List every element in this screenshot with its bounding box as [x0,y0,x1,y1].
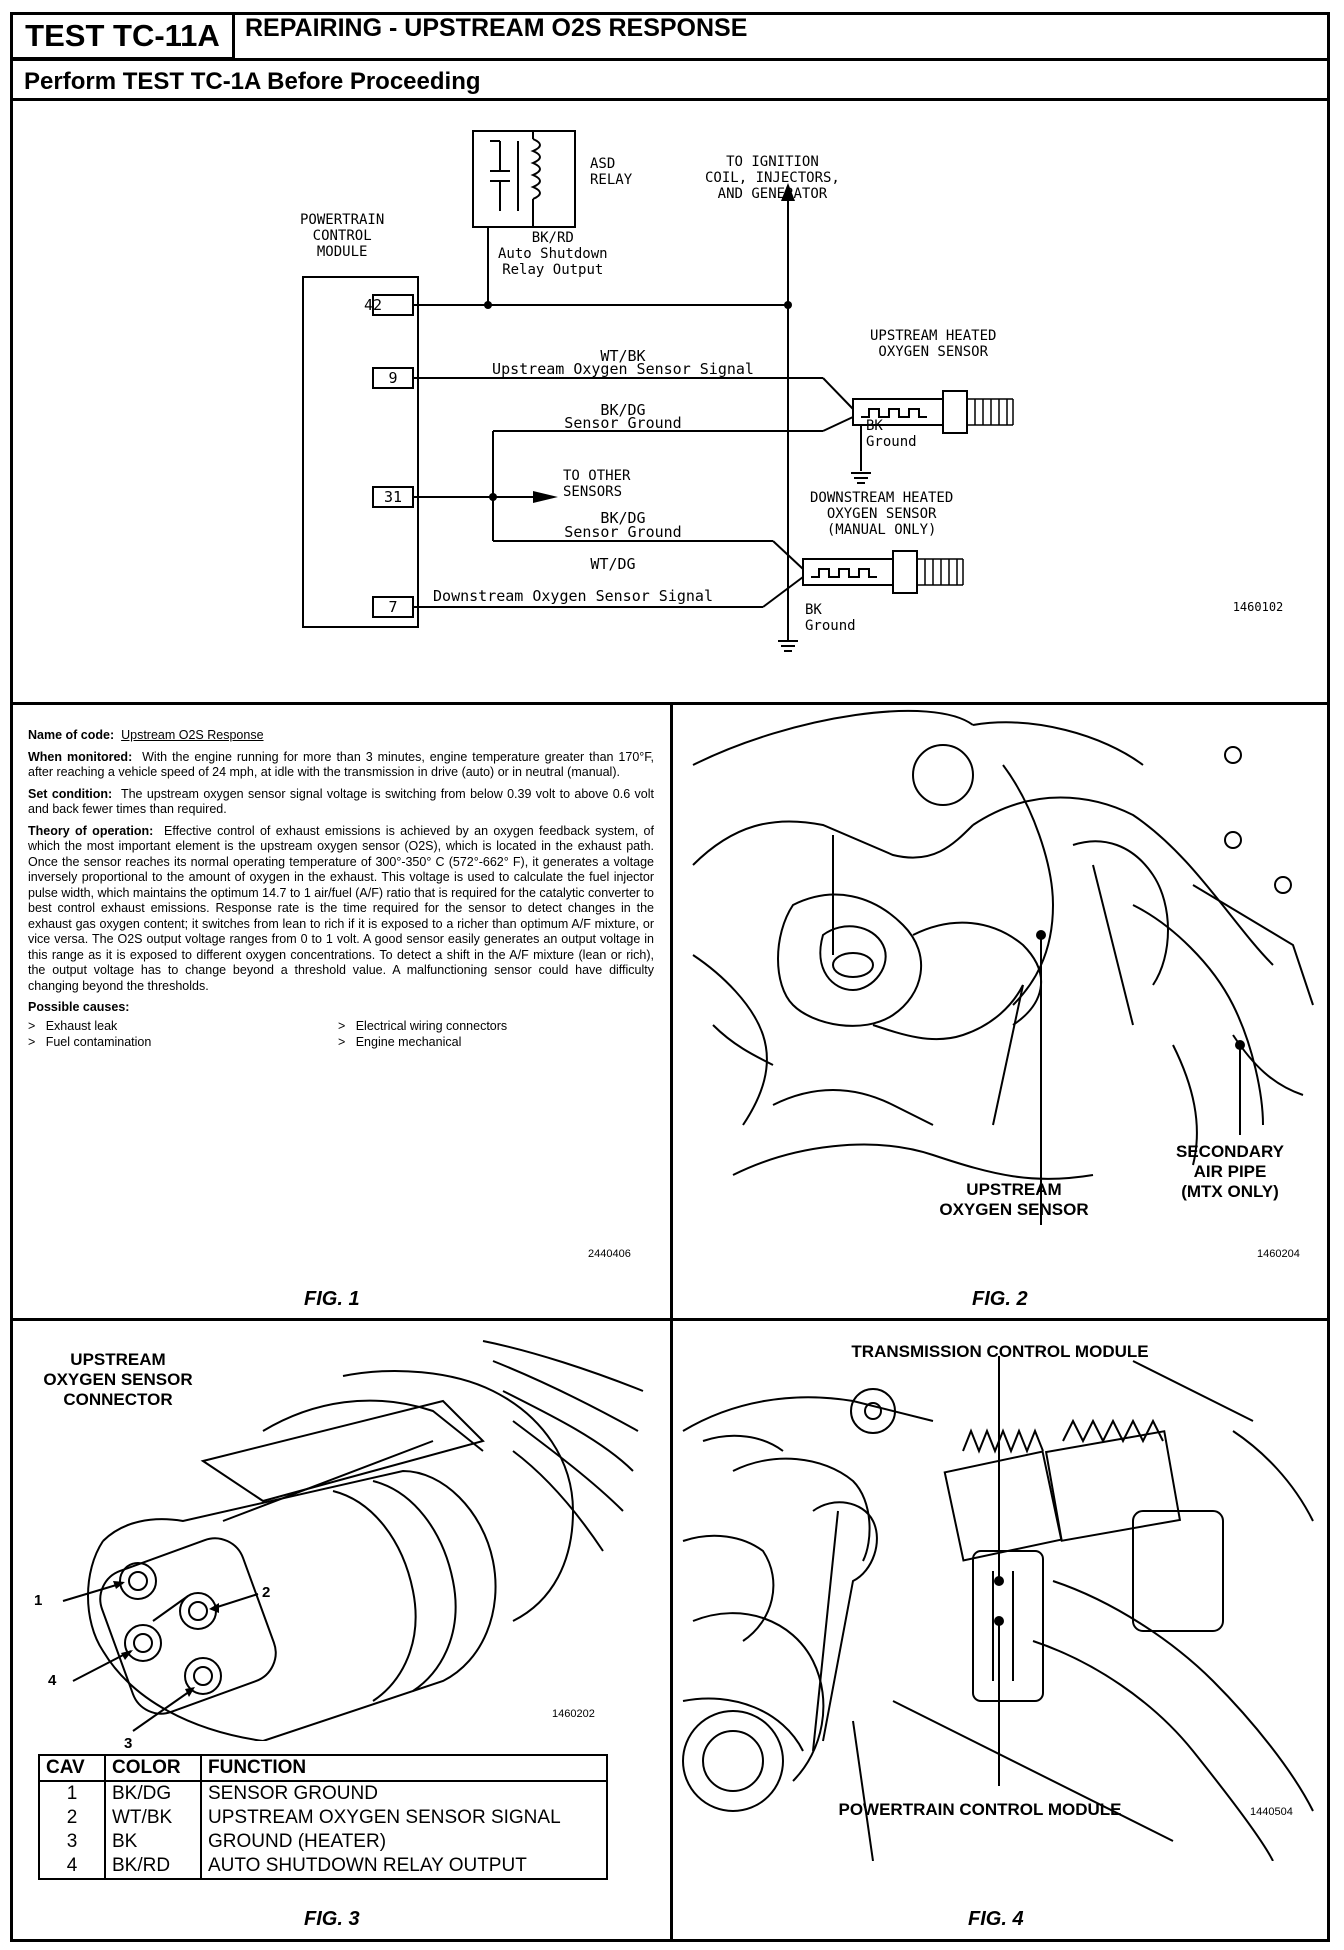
fig3-connector-label: UPSTREAM OXYGEN SENSOR CONNECTOR [43,1350,193,1409]
pin-label-4: 4 [48,1672,57,1689]
col-color: COLOR [104,1754,202,1782]
header-divider [10,58,1330,61]
fig4-illustration [682,1356,1314,1861]
when-text: With the engine running for more than 3 … [28,749,654,780]
cavity-table: CAV COLOR FUNCTION 1 BK/DG SENSOR GROUND… [38,1754,608,1880]
theory-text: Effective control of exhaust emissions i… [28,823,654,993]
fig1-ref: 2440406 [588,1248,631,1260]
fig3-ref: 1460202 [552,1708,595,1720]
name-label: Name of code: [28,728,115,742]
name-value: Upstream O2S Response [121,728,264,742]
pin-9: 9 [388,369,397,387]
pin-31: 31 [384,488,402,506]
to-other-text: TO OTHER SENSORS [563,468,631,500]
fig4-tcm-label: TRANSMISSION CONTROL MODULE [851,1342,1149,1361]
upstream-signal-label: Upstream Oxygen Sensor Signal [492,360,754,378]
fig2-secondary-label: SECONDARY AIR PIPE (MTX ONLY) [1176,1142,1284,1201]
wiring-schematic: 42 9 31 7 WT/BK Upstream Oxygen Sensor S… [302,130,1284,652]
test-id: TEST TC-11A [10,12,235,60]
upstream-heated-text: UPSTREAM HEATED OXYGEN SENSOR [870,328,997,360]
table-header-row: CAV COLOR FUNCTION [38,1754,608,1782]
table-row: 3 BK GROUND (HEATER) [38,1830,608,1854]
downstream-signal-label: Downstream Oxygen Sensor Signal [433,587,713,605]
row-divider [10,1318,1330,1321]
fig2-upstream-label: UPSTREAM OXYGEN SENSOR [939,1180,1089,1219]
pin-label-2: 2 [262,1584,271,1601]
causes-list: > Exhaust leak > Electrical wiring conne… [28,1018,654,1050]
bkdg-label-1: BK/DG [600,401,645,419]
cause-item: > Exhaust leak [28,1018,118,1033]
pin-label-3: 3 [124,1735,133,1752]
pin-42: 42 [364,296,382,314]
fig1-caption: FIG. 1 [304,1288,360,1310]
test-title: REPAIRING - UPSTREAM O2S RESPONSE [245,14,748,42]
to-ignition-text: TO IGNITION COIL, INJECTORS, AND GENERAT… [705,154,840,202]
bk-ground-text-1: BK Ground [866,418,917,450]
bk-ground-text-2: BK Ground [805,602,856,634]
fig4-ref: 1440504 [1250,1806,1293,1818]
set-label: Set condition: [28,786,113,801]
col-function: FUNCTION [200,1754,608,1782]
fig4-pcm-label: POWERTRAIN CONTROL MODULE [838,1800,1122,1819]
downstream-heated-text: DOWNSTREAM HEATED OXYGEN SENSOR (MANUAL … [810,490,954,538]
wtdg-label: WT/DG [590,555,635,573]
fig3-caption: FIG. 3 [304,1908,360,1930]
causes-label: Possible causes: [28,1000,130,1014]
when-label: When monitored: [28,749,133,764]
bkdg-label-2: BK/DG [600,509,645,527]
theory-label: Theory of operation: [28,823,154,838]
wtbk-label: WT/BK [600,347,645,365]
cause-item: > Fuel contamination [28,1034,152,1049]
fig2-cap [912,744,974,806]
fig4-caption: FIG. 4 [968,1908,1024,1930]
pcm-text: POWERTRAIN CONTROL MODULE [300,212,385,260]
col-cav: CAV [38,1754,106,1782]
table-row: 1 BK/DG SENSOR GROUND [38,1780,608,1806]
table-row: 4 BK/RD AUTO SHUTDOWN RELAY OUTPUT [38,1854,608,1880]
table-row: 2 WT/BK UPSTREAM OXYGEN SENSOR SIGNAL [38,1806,608,1830]
fig2-ref: 1460204 [1257,1248,1300,1260]
pin-7: 7 [388,598,397,616]
schematic-ref: 1460102 [1233,600,1284,614]
cause-item: > Electrical wiring connectors [338,1018,508,1033]
subtitle-divider [10,98,1330,101]
fig2-caption: FIG. 2 [972,1288,1028,1310]
pcm-box [302,276,419,628]
sensor-ground-label-2: Sensor Ground [564,523,681,541]
fig1-text-block: Name of code: Upstream O2S Response When… [28,728,654,1050]
sensor-ground-label-1: Sensor Ground [564,414,681,432]
column-divider [670,702,673,1942]
asd-relay-text: ASD RELAY [590,156,633,188]
fig2-illustration [692,709,1314,1225]
asd-relay-box [472,130,576,228]
set-text: The upstream oxygen sensor signal voltag… [28,786,654,817]
subtitle: Perform TEST TC-1A Before Proceeding [24,68,481,95]
bkrd-text: BK/RD Auto Shutdown Relay Output [498,230,608,278]
fig3-connector-illustration [62,1340,644,1741]
cause-item: > Engine mechanical [338,1034,462,1049]
pin-label-1: 1 [34,1592,43,1609]
